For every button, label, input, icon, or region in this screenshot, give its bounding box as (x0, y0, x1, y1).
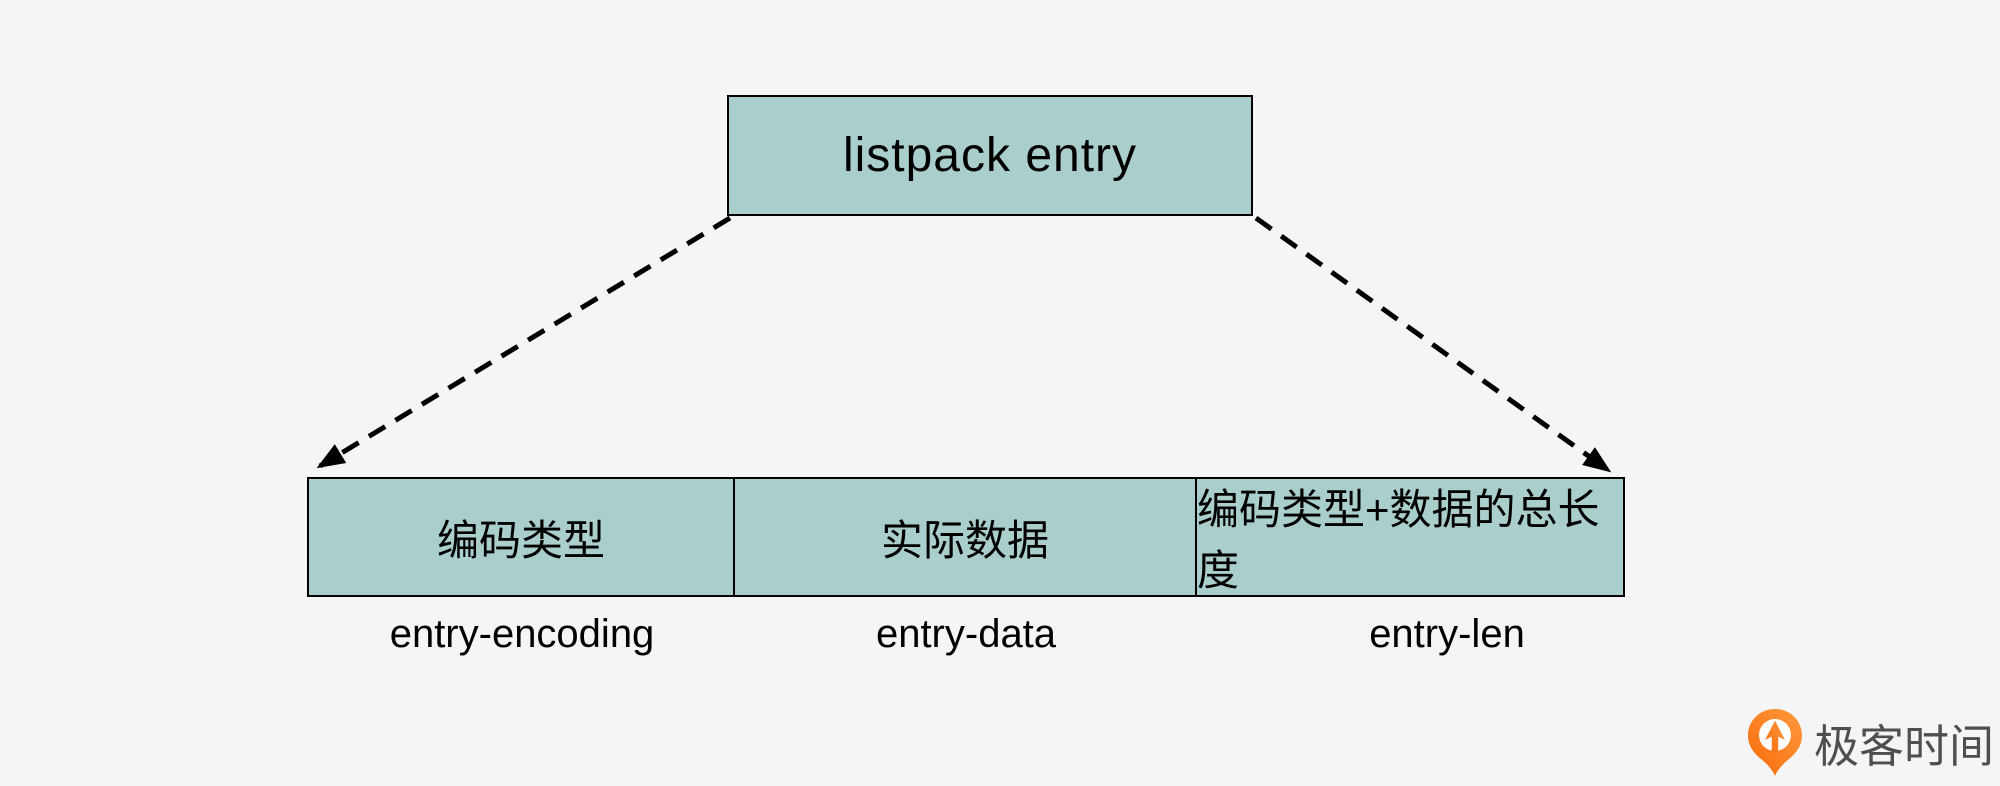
cell-entry-len: 编码类型+数据的总长度 (1195, 479, 1623, 595)
cell-entry-data: 实际数据 (733, 479, 1195, 595)
arrow-to-entry-len (1254, 215, 1612, 473)
listpack-entry-box: listpack entry (727, 95, 1253, 216)
entry-structure-row: 编码类型 实际数据 编码类型+数据的总长度 (307, 477, 1625, 597)
cell-entry-encoding: 编码类型 (436, 516, 605, 564)
geektime-pin-icon (1748, 709, 1802, 776)
geektime-logo-text: 极客时间 (1814, 720, 1995, 772)
label-entry-data: entry-data (875, 612, 1057, 656)
arrow-to-entry-encoding (316, 215, 732, 469)
geektime-logo: 极客时间 (1744, 706, 1994, 778)
label-entry-len: entry-len (1369, 612, 1525, 656)
label-entry-encoding: entry-encoding (389, 612, 655, 656)
listpack-entry-title: listpack entry (842, 129, 1138, 182)
